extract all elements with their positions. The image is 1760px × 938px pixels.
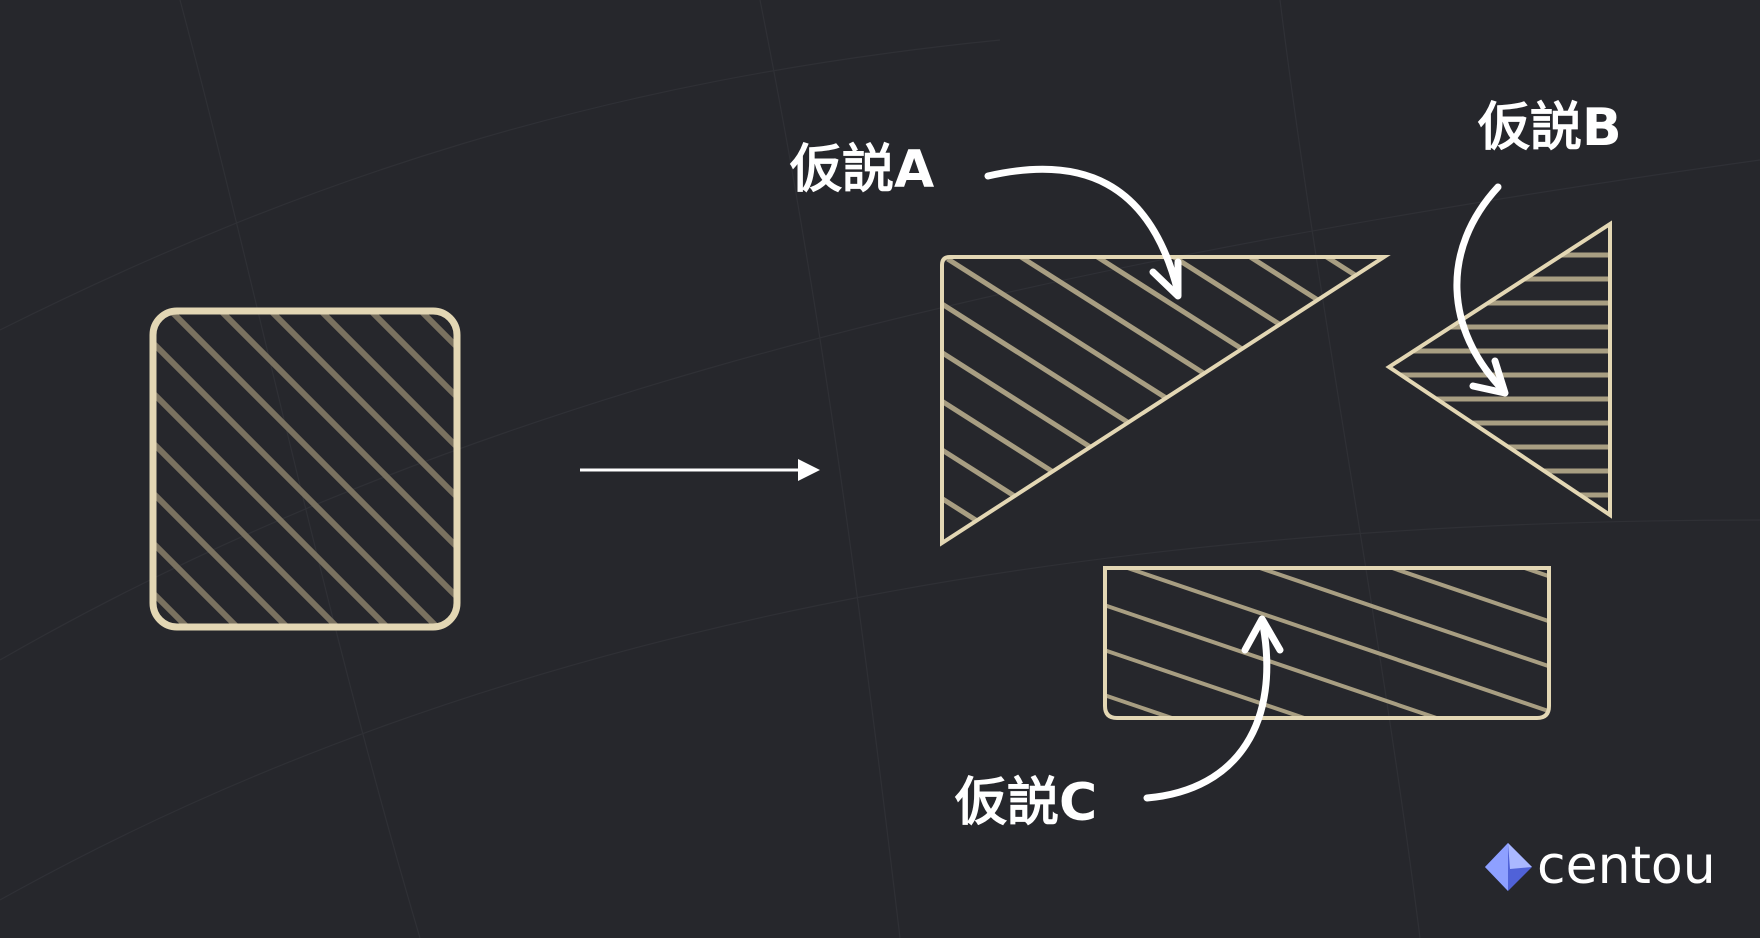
triangle-a [940, 255, 1391, 547]
rectangle-c [1103, 566, 1551, 720]
source-square [149, 307, 461, 631]
pointer-arrow-b [1453, 183, 1509, 397]
label-hypothesis-b: 仮説B [1477, 98, 1622, 158]
diamond-logo-icon [1485, 843, 1532, 891]
logo-text: centou [1537, 836, 1716, 896]
label-hypothesis-c: 仮説C [954, 773, 1097, 833]
centou-logo: centou [1485, 836, 1716, 896]
transform-arrow [580, 459, 820, 481]
pointer-arrow-a [984, 165, 1182, 300]
pointer-arrow-c [1143, 615, 1284, 802]
label-hypothesis-a: 仮説A [789, 140, 934, 200]
